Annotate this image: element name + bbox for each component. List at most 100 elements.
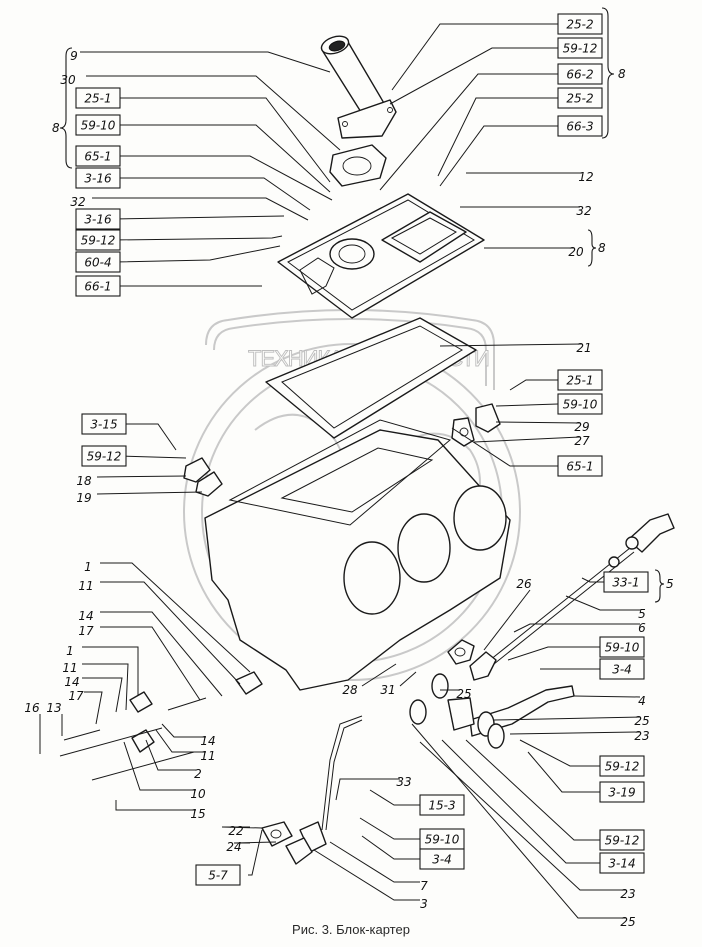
callout-box: [599, 636, 645, 658]
part-callout: 26: [516, 577, 532, 591]
part-callout-boxed: 66-1: [75, 275, 121, 297]
part-plates-18-19: [183, 457, 223, 497]
callout-label: 17: [68, 689, 84, 703]
callout-label: 25-1: [566, 374, 593, 388]
callout-label: 5-7: [208, 869, 228, 883]
callout-box: [599, 781, 645, 803]
callout-label: 1: [84, 560, 92, 574]
callout-box: [557, 37, 603, 59]
callout-label: 24: [226, 840, 241, 854]
callout-label: 59-10: [605, 641, 640, 655]
callout-box: [75, 208, 121, 230]
callout-label: 26: [516, 577, 532, 591]
callout-label: 22: [228, 824, 243, 838]
callout-label: 32: [70, 195, 85, 209]
callout-box: [557, 115, 603, 137]
callout-label: 59-12: [81, 234, 116, 248]
part-linkage: [59, 671, 263, 781]
group-callout-label: 8: [618, 67, 626, 81]
part-callout-boxed: 59-12: [599, 829, 645, 851]
callout-label: 65-1: [84, 150, 111, 164]
part-callout-boxed: 3-4: [419, 848, 465, 870]
part-callout-boxed: 3-19: [599, 781, 645, 803]
figure-caption: Рис. 3. Блок-картер: [292, 922, 410, 937]
callout-label: 11: [200, 749, 215, 763]
callout-label: 15-3: [428, 799, 455, 813]
callout-label: 9: [70, 49, 78, 63]
callout-label: 25-1: [84, 92, 111, 106]
part-callout: 24: [226, 840, 241, 854]
part-callout: 28: [342, 683, 358, 697]
callout-box: [599, 829, 645, 851]
callout-box: [75, 167, 121, 189]
part-plates-27-29: [451, 403, 501, 447]
part-gasket-21: [265, 317, 477, 439]
part-callout: 15: [190, 807, 205, 821]
callout-label: 3-16: [84, 213, 112, 227]
callout-box: [81, 445, 127, 467]
callout-label: 3: [420, 897, 428, 911]
callout-box: [557, 87, 603, 109]
callout-label: 59-12: [605, 834, 640, 848]
callout-label: 30: [60, 73, 76, 87]
part-callout-boxed: 59-10: [75, 114, 121, 136]
part-callout: 5: [638, 607, 646, 621]
part-callout: 7: [420, 879, 428, 893]
callout-label: 59-10: [81, 119, 116, 133]
part-callout: 1: [84, 560, 92, 574]
part-callout: 17: [68, 689, 84, 703]
callout-label: 33-1: [612, 576, 639, 590]
part-callout: 25: [620, 915, 635, 929]
part-callout: 1: [66, 644, 74, 658]
callout-label: 33: [396, 775, 411, 789]
callout-label: 4: [638, 694, 646, 708]
callout-label: 14: [78, 609, 93, 623]
callout-box: [195, 864, 241, 886]
part-callout: 32: [576, 204, 591, 218]
callout-label: 25-2: [566, 18, 593, 32]
part-callout-boxed: 25-2: [557, 87, 603, 109]
part-callout: 11: [78, 579, 93, 593]
callout-label: 11: [78, 579, 93, 593]
callout-box: [75, 229, 121, 251]
callout-box: [557, 13, 603, 35]
part-callout: 30: [60, 73, 76, 87]
part-callout: 17: [78, 624, 94, 638]
part-callout-boxed: 65-1: [557, 455, 603, 477]
part-callout: 14: [64, 675, 79, 689]
part-callout-boxed: 15-3: [419, 794, 465, 816]
callout-label: 25: [456, 687, 471, 701]
callout-label: 3-19: [608, 786, 635, 800]
callout-label: 3-15: [90, 418, 117, 432]
part-callout-boxed: 59-12: [599, 755, 645, 777]
callout-box: [419, 794, 465, 816]
part-callout-boxed: 59-10: [599, 636, 645, 658]
callout-label: 59-12: [605, 760, 640, 774]
leader-lines: [39, 23, 641, 919]
callout-box: [599, 755, 645, 777]
callout-label: 25: [620, 915, 635, 929]
callout-label: 59-12: [87, 450, 122, 464]
callout-label: 16: [24, 701, 40, 715]
part-callout: 6: [638, 621, 646, 635]
callout-label: 3-16: [84, 172, 112, 186]
part-callout: 25: [456, 687, 471, 701]
part-callout: 9: [70, 49, 78, 63]
part-callout-boxed: 65-1: [75, 145, 121, 167]
part-callout-boxed: 59-12: [557, 37, 603, 59]
part-callout: 16: [24, 701, 40, 715]
group-callout-label: 8: [598, 241, 606, 255]
callout-label: 66-1: [84, 280, 111, 294]
part-callout-boxed: 33-1: [603, 571, 649, 593]
callout-label: 32: [576, 204, 591, 218]
part-callout: 2: [194, 767, 202, 781]
part-callout: 25: [634, 714, 649, 728]
callout-box: [75, 114, 121, 136]
part-callout: 33: [396, 775, 411, 789]
callout-label: 3-4: [432, 853, 452, 867]
part-callout-boxed: 3-4: [599, 658, 645, 680]
callout-box: [75, 87, 121, 109]
part-callout: 10: [190, 787, 206, 801]
part-callout: 3: [420, 897, 428, 911]
